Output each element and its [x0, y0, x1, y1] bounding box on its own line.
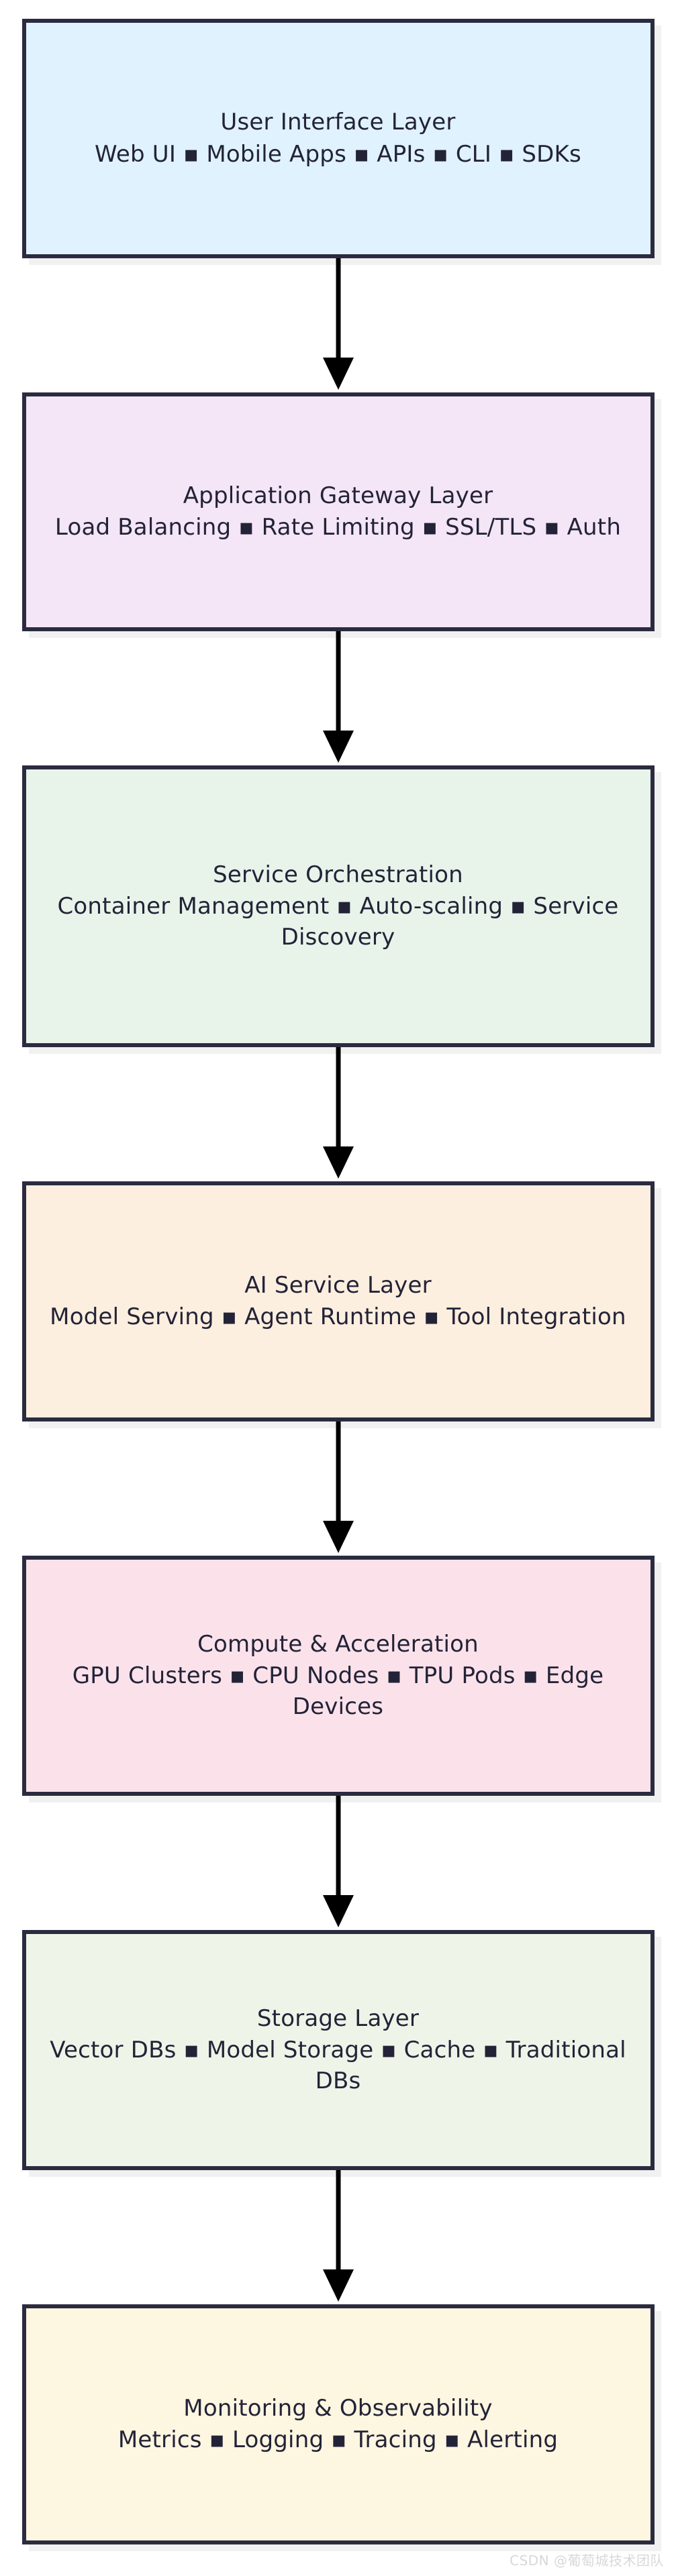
node-subtitle: GPU Clusters ▪ CPU Nodes ▪ TPU Pods ▪ Ed…: [72, 1662, 612, 1720]
node-title: Service Orchestration: [213, 861, 463, 889]
node-content: Monitoring & Observability Metrics ▪ Log…: [26, 2390, 650, 2459]
flowchart-node-ai-service-layer[interactable]: AI Service Layer Model Serving ▪ Agent R…: [21, 1181, 655, 1421]
flow-arrow-5: [0, 1796, 676, 1930]
csdn-watermark: CSDN @葡萄城技术团队: [510, 2553, 664, 2569]
flowchart-node-compute-and-acceleration[interactable]: Compute & Acceleration GPU Clusters ▪ CP…: [21, 1556, 655, 1796]
node-subtitle: Container Management ▪ Auto-scaling ▪ Se…: [57, 893, 626, 951]
flow-arrow-1: [0, 258, 676, 392]
node-title: Application Gateway Layer: [183, 482, 493, 509]
node-subtitle: Metrics ▪ Logging ▪ Tracing ▪ Alerting: [117, 2426, 559, 2453]
flowchart-node-application-gateway-layer[interactable]: Application Gateway Layer Load Balancing…: [21, 392, 655, 631]
node-subtitle: Model Serving ▪ Agent Runtime ▪ Tool Int…: [50, 1303, 626, 1330]
flowchart-node-monitoring-and-observability[interactable]: Monitoring & Observability Metrics ▪ Log…: [21, 2304, 655, 2544]
flowchart-node-service-orchestration[interactable]: Service Orchestration Container Manageme…: [21, 765, 655, 1047]
node-title: User Interface Layer: [220, 109, 456, 136]
node-title: AI Service Layer: [244, 1271, 432, 1299]
node-subtitle: Vector DBs ▪ Model Storage ▪ Cache ▪ Tra…: [50, 2037, 634, 2094]
flow-arrow-6: [0, 2170, 676, 2304]
node-content: Application Gateway Layer Load Balancing…: [26, 477, 650, 547]
node-content: Storage Layer Vector DBs ▪ Model Storage…: [26, 2000, 650, 2100]
node-title: Storage Layer: [256, 2005, 420, 2033]
node-content: Service Orchestration Container Manageme…: [26, 856, 650, 957]
flow-arrow-3: [0, 1047, 676, 1181]
node-content: AI Service Layer Model Serving ▪ Agent R…: [26, 1267, 650, 1336]
node-content: User Interface Layer Web UI ▪ Mobile App…: [26, 103, 650, 173]
node-subtitle: Load Balancing ▪ Rate Limiting ▪ SSL/TLS…: [54, 514, 622, 541]
node-title: Monitoring & Observability: [183, 2394, 493, 2422]
flowchart-node-storage-layer[interactable]: Storage Layer Vector DBs ▪ Model Storage…: [21, 1930, 655, 2170]
flow-arrow-2: [0, 631, 676, 765]
node-subtitle: Web UI ▪ Mobile Apps ▪ APIs ▪ CLI ▪ SDKs: [95, 140, 581, 168]
node-title: Compute & Acceleration: [197, 1631, 479, 1658]
flowchart-node-user-interface-layer[interactable]: User Interface Layer Web UI ▪ Mobile App…: [21, 19, 655, 258]
node-content: Compute & Acceleration GPU Clusters ▪ CP…: [26, 1625, 650, 1726]
flow-arrow-4: [0, 1421, 676, 1556]
